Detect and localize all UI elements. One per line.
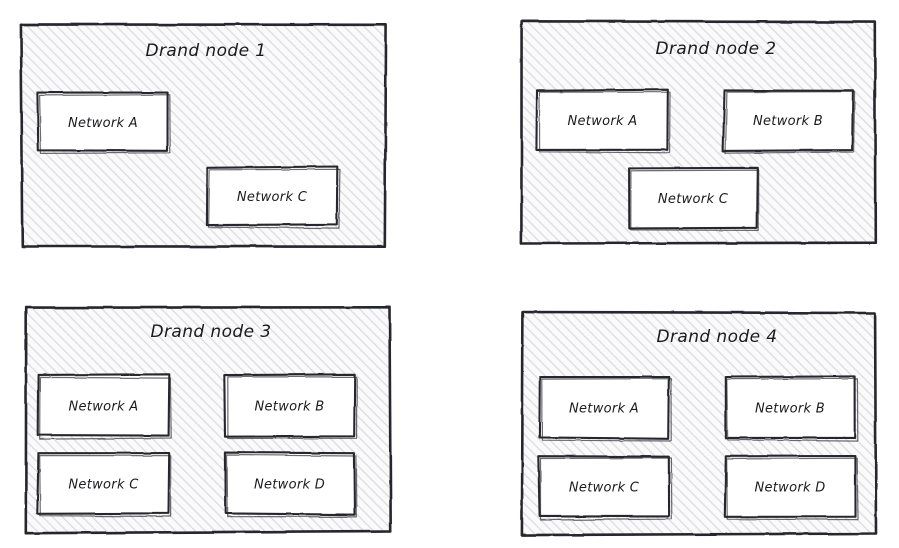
node-title: Drand node 1 [146,41,267,61]
network-label: Network B [755,402,825,417]
network-box[interactable]: Network D [723,454,859,521]
node-container-2[interactable]: Drand node 2 Network A Network B Network C [520,20,877,245]
network-box[interactable]: Network C [205,165,341,229]
network-label: Network C [237,190,308,205]
network-box[interactable]: Network B [223,373,358,440]
network-label: Network C [569,481,640,496]
network-box-outline [538,375,670,440]
network-box[interactable]: Network C [36,452,172,518]
network-box-fill [725,456,855,517]
network-box-outline-ghost [726,378,859,442]
network-box-outline [224,451,356,516]
network-box[interactable]: Network C [537,455,673,521]
network-box[interactable]: Network A [36,373,172,440]
network-label: Network C [658,192,729,207]
network-box-outline [36,91,169,152]
network-box-fill [537,90,668,150]
node-outline [520,310,878,537]
network-box-outline-ghost [208,168,341,229]
network-box-outline-ghost [227,376,358,440]
network-box-outline [535,88,669,151]
network-box[interactable]: Network C [628,166,760,231]
network-box-outline-ghost [538,91,671,154]
network-box-outline-ghost [39,94,171,154]
node-outline [520,20,877,245]
network-box[interactable]: Network A [36,91,171,154]
network-box[interactable]: Network A [535,88,671,154]
node-outline [19,23,388,248]
network-box-outline-ghost [539,457,673,521]
network-box[interactable]: Network D [224,451,357,518]
network-box-outline-ghost [541,378,672,442]
network-box-fill [724,90,852,150]
network-label: Network B [753,114,823,129]
network-box-fill [539,377,669,438]
network-box-outline-ghost [726,457,859,521]
network-box[interactable]: Network B [724,375,859,442]
network-label: Network D [754,481,825,496]
network-box-outline [724,375,856,439]
network-box-outline [36,452,171,515]
network-box[interactable]: Network A [538,375,672,442]
network-label: Network A [68,400,138,415]
network-label: Network A [569,402,639,417]
node-title: Drand node 4 [657,327,778,347]
network-box-outline [537,455,671,518]
node-container-3[interactable]: Drand node 3 Network A Network B Network C N… [24,306,392,535]
network-box-fill [38,93,168,151]
network-box-outline-ghost [630,169,760,231]
network-box-fill [225,375,354,436]
network-box-fill [38,453,169,514]
network-box[interactable]: Network B [722,89,856,154]
network-label: Network C [68,478,139,493]
network-box-outline [36,373,171,437]
network-box-fill [207,167,337,225]
node-title: Drand node 3 [151,322,272,342]
node-container-4[interactable]: Drand node 4 Network A Network B Network C N… [520,310,878,537]
network-box-outline [205,165,339,227]
network-label: Network A [567,114,637,129]
network-box-outline [223,373,356,438]
connectors-group [186,241,704,314]
network-box-fill [725,377,855,438]
network-box-outline [628,166,759,230]
network-label: Network D [254,478,325,493]
network-box-outline-ghost [39,376,172,440]
network-box-outline-ghost [39,454,172,518]
node-outline [24,306,392,535]
network-box-fill [38,375,169,436]
network-box-outline-ghost [724,91,856,154]
network-box-outline [722,89,854,152]
network-box-fill [539,456,669,517]
network-label: Network B [254,400,324,415]
node-container-1[interactable]: Drand node 1 Network A Network C [19,23,388,248]
network-box-fill [225,453,354,514]
network-box-outline [723,454,857,518]
network-box-outline-ghost [226,454,357,518]
network-label: Network A [68,116,138,131]
node-title: Drand node 2 [656,39,777,59]
network-box-fill [629,168,757,228]
